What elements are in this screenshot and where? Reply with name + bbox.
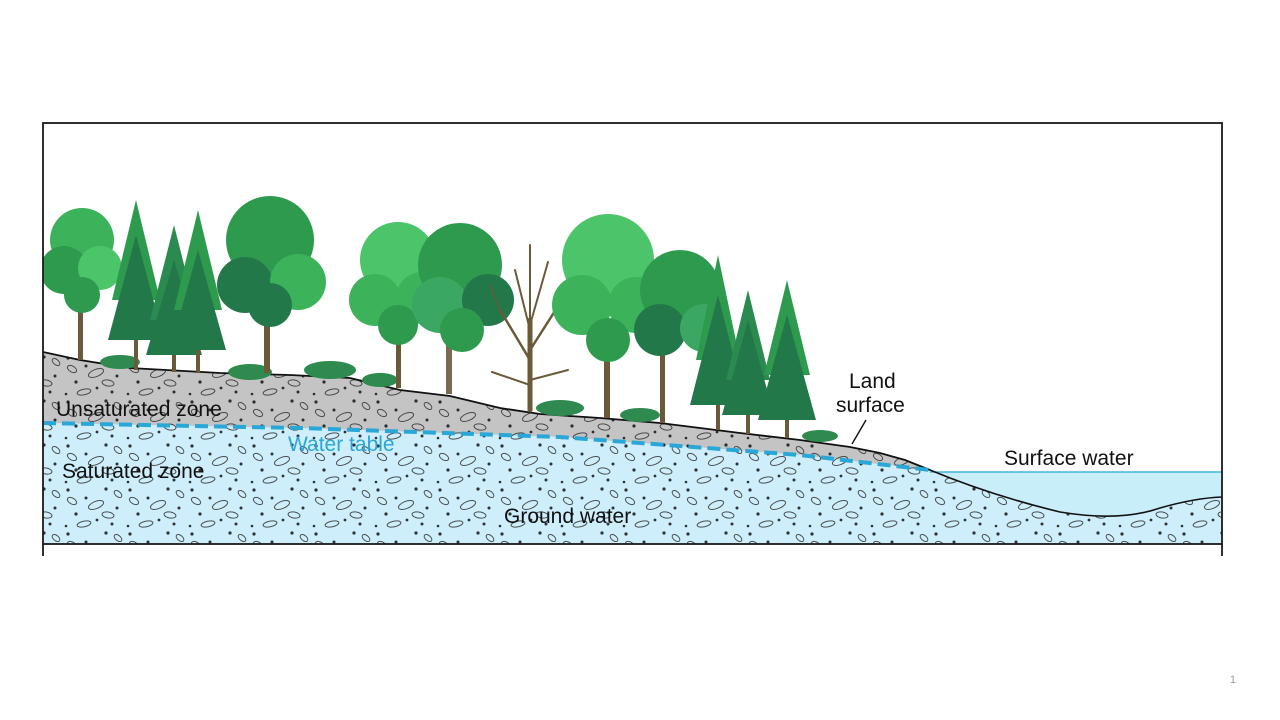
conifer [170,210,226,373]
tree [43,208,122,360]
water-table-line [43,421,931,472]
soil-texture [43,352,1222,544]
label-land-surface-line2: surface [836,394,905,417]
diagram-frame [42,122,1223,545]
surface-water-body [930,470,1222,517]
forest [43,196,816,438]
bare-tree [489,244,573,413]
conifer [108,200,164,370]
label-surface-water: Surface water [1004,447,1134,470]
shrubs [100,355,838,442]
label-land-surface-line1: Land [849,370,896,393]
conifer [758,280,816,438]
land-surface-line [43,351,931,471]
label-ground-water: Ground water [504,505,631,528]
label-water-table: Water table [288,433,395,456]
land-surface-leader [851,419,867,445]
tree [217,196,326,373]
conifer [722,290,774,434]
label-saturated-zone: Saturated zone [62,460,204,483]
label-unsaturated-zone: Unsaturated zone [56,398,222,421]
page-number: 1 [1229,674,1236,686]
lake-bed-line [929,469,1222,517]
